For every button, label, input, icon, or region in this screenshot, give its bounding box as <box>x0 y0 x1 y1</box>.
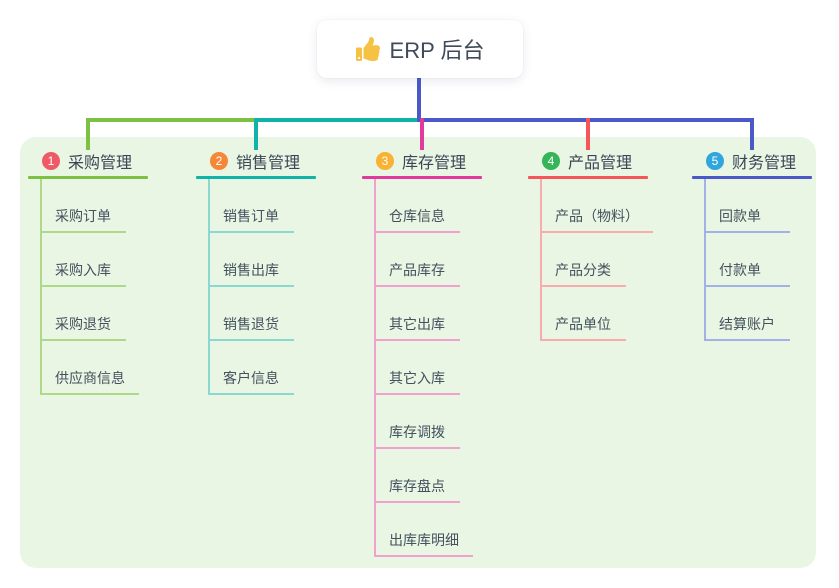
child-node[interactable]: 产品分类 <box>540 233 626 287</box>
branch-index-badge: 3 <box>376 152 394 170</box>
thumbs-up-icon <box>355 37 380 61</box>
child-node[interactable]: 产品单位 <box>540 287 626 341</box>
child-node[interactable]: 供应商信息 <box>40 341 139 395</box>
branch-children: 采购订单 采购入库 采购退货 供应商信息 <box>28 179 148 395</box>
branch-underline <box>196 176 316 179</box>
branch-header[interactable]: 4 产品管理 <box>528 146 648 176</box>
branch-underline <box>362 176 482 179</box>
branch-children: 仓库信息 产品库存 其它出库 其它入库 库存调拨 库存盘点 出库库明细 <box>362 179 482 557</box>
child-node[interactable]: 销售订单 <box>208 179 294 233</box>
root-node[interactable]: ERP 后台 <box>317 20 523 78</box>
child-node-label: 回款单 <box>719 208 761 224</box>
connector-branch-drop <box>750 118 754 150</box>
branch-rail-line <box>374 179 376 557</box>
branch-children: 回款单 付款单 结算账户 <box>692 179 812 341</box>
child-node-label: 销售订单 <box>223 208 279 224</box>
child-node-label: 结算账户 <box>719 316 775 332</box>
branch-label: 财务管理 <box>732 155 797 172</box>
child-node-label: 客户信息 <box>223 370 279 386</box>
branch-index-badge: 1 <box>42 152 60 170</box>
branch-header[interactable]: 2 销售管理 <box>196 146 316 176</box>
connector-bus-segment <box>86 118 258 122</box>
branch-header[interactable]: 5 财务管理 <box>692 146 812 176</box>
connector-bus-segment <box>254 118 421 122</box>
child-node-label: 产品分类 <box>555 262 611 278</box>
child-node[interactable]: 库存盘点 <box>374 449 460 503</box>
child-node[interactable]: 产品库存 <box>374 233 460 287</box>
branch-underline <box>692 176 812 179</box>
branch-children: 产品（物料） 产品分类 产品单位 <box>528 179 653 341</box>
connector-bus-segment <box>417 118 754 122</box>
child-node-label: 产品（物料） <box>555 208 639 224</box>
branch-underline <box>28 176 148 179</box>
branch-node[interactable]: 5 财务管理 回款单 付款单 结算账户 <box>692 146 812 341</box>
child-node-label: 采购退货 <box>55 316 111 332</box>
branch-node[interactable]: 4 产品管理 产品（物料） 产品分类 产品单位 <box>528 146 653 341</box>
root-node-label: ERP 后台 <box>389 38 485 63</box>
branch-rail-line <box>40 179 42 395</box>
branch-rail-line <box>704 179 706 341</box>
child-node[interactable]: 出库库明细 <box>374 503 473 557</box>
branch-index-badge: 4 <box>542 152 560 170</box>
child-node[interactable]: 付款单 <box>704 233 790 287</box>
branch-index-badge: 2 <box>210 152 228 170</box>
branch-rail-line <box>208 179 210 395</box>
child-node-label: 付款单 <box>719 262 761 278</box>
child-node[interactable]: 库存调拨 <box>374 395 460 449</box>
branch-rail-line <box>540 179 542 341</box>
child-node[interactable]: 仓库信息 <box>374 179 460 233</box>
child-node[interactable]: 产品（物料） <box>540 179 653 233</box>
child-node-label: 采购订单 <box>55 208 111 224</box>
child-node-label: 产品库存 <box>389 262 445 278</box>
child-node[interactable]: 客户信息 <box>208 341 294 395</box>
child-node-label: 采购入库 <box>55 262 111 278</box>
branch-label: 销售管理 <box>236 155 301 172</box>
child-node[interactable]: 其它入库 <box>374 341 460 395</box>
branch-node[interactable]: 1 采购管理 采购订单 采购入库 采购退货 供应商信息 <box>28 146 148 395</box>
child-node-label: 供应商信息 <box>55 370 125 386</box>
child-node-label: 其它入库 <box>389 370 445 386</box>
branch-label: 产品管理 <box>568 155 633 172</box>
child-node[interactable]: 销售退货 <box>208 287 294 341</box>
branch-node[interactable]: 3 库存管理 仓库信息 产品库存 其它出库 其它入库 库存调拨 库存盘点 出库库… <box>362 146 482 557</box>
child-node[interactable]: 采购订单 <box>40 179 126 233</box>
branch-label: 库存管理 <box>402 155 467 172</box>
branch-node[interactable]: 2 销售管理 销售订单 销售出库 销售退货 客户信息 <box>196 146 316 395</box>
connector-branch-drop <box>586 118 590 150</box>
connector-branch-drop <box>254 118 258 150</box>
child-node-label: 库存盘点 <box>389 478 445 494</box>
child-node-label: 销售出库 <box>223 262 279 278</box>
branch-header[interactable]: 3 库存管理 <box>362 146 482 176</box>
branch-children: 销售订单 销售出库 销售退货 客户信息 <box>196 179 316 395</box>
child-node-label: 仓库信息 <box>389 208 445 224</box>
child-node-label: 库存调拨 <box>389 424 445 440</box>
child-node-label: 其它出库 <box>389 316 445 332</box>
connector-branch-drop <box>86 118 90 150</box>
child-node[interactable]: 销售出库 <box>208 233 294 287</box>
branch-index-badge: 5 <box>706 152 724 170</box>
child-node-label: 出库库明细 <box>389 532 459 548</box>
branch-underline <box>528 176 648 179</box>
child-node-label: 产品单位 <box>555 316 611 332</box>
branches-panel <box>20 137 816 568</box>
connector-root-stem <box>417 78 421 122</box>
branch-header[interactable]: 1 采购管理 <box>28 146 148 176</box>
child-node[interactable]: 其它出库 <box>374 287 460 341</box>
child-node[interactable]: 结算账户 <box>704 287 790 341</box>
child-node[interactable]: 回款单 <box>704 179 790 233</box>
connector-branch-drop <box>420 118 424 150</box>
branch-label: 采购管理 <box>68 155 133 172</box>
child-node[interactable]: 采购退货 <box>40 287 126 341</box>
child-node-label: 销售退货 <box>223 316 279 332</box>
child-node[interactable]: 采购入库 <box>40 233 126 287</box>
